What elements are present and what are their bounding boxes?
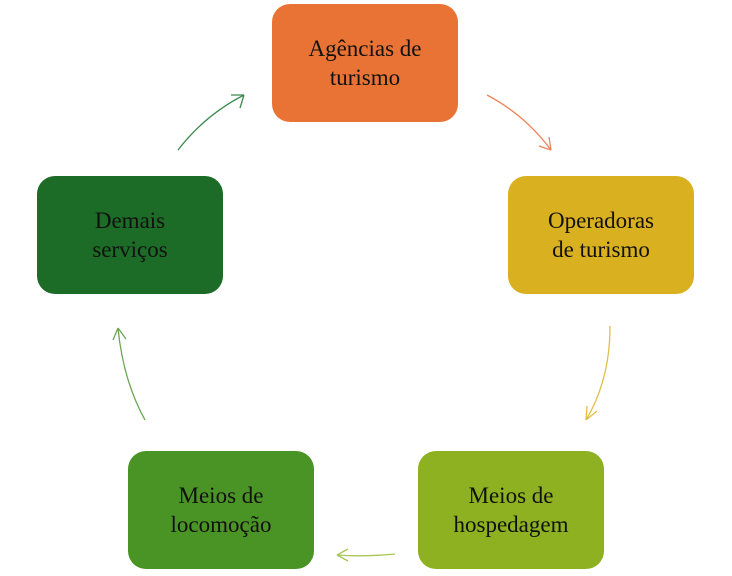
arrow-operadoras-to-hospedagem [585, 325, 611, 421]
arrow-demais-to-agencias [177, 94, 245, 151]
arrow-locomocao-to-demais [112, 327, 146, 421]
node-demais-servicos: Demais serviços [37, 176, 223, 294]
node-meios-de-hospedagem: Meios de hospedagem [418, 451, 604, 569]
node-meios-de-locomocao: Meios de locomoção [128, 451, 314, 569]
node-label: serviços [92, 237, 168, 262]
node-label: Agências de [308, 36, 422, 61]
arrow-hospedagem-to-locomocao [336, 548, 396, 562]
node-label: Meios de [468, 483, 554, 508]
node-label: turismo [329, 65, 401, 90]
node-operadoras-de-turismo: Operadoras de turismo [508, 176, 694, 294]
arrow-agencias-to-operadoras [486, 94, 552, 151]
node-agencias-de-turismo: Agências de turismo [272, 4, 458, 122]
node-label: Operadoras [547, 208, 654, 233]
node-label: Meios de [178, 483, 264, 508]
node-label: Demais [94, 208, 166, 233]
node-label: locomoção [170, 512, 272, 537]
node-label: hospedagem [453, 512, 569, 537]
node-label: de turismo [552, 237, 650, 262]
